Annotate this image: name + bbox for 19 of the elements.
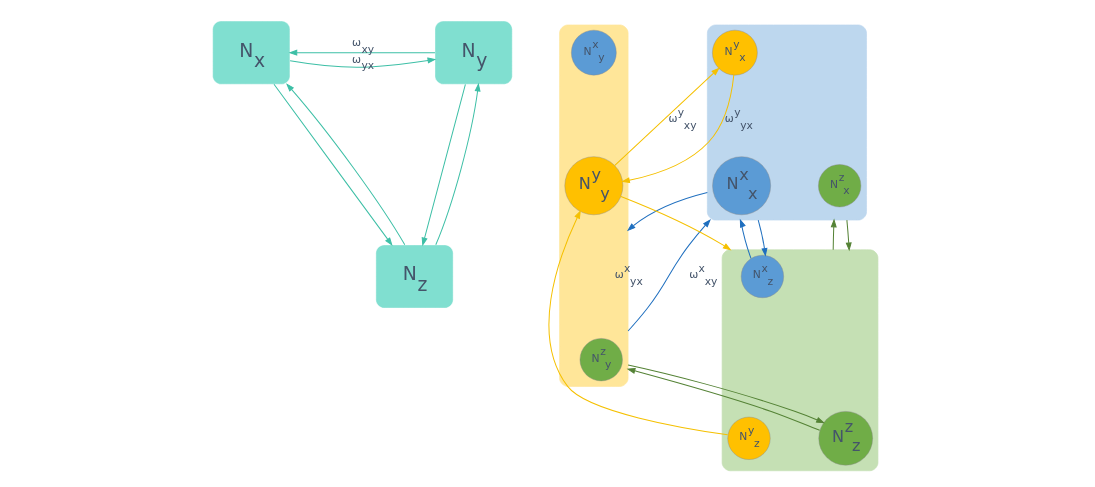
arrow bbox=[620, 74, 734, 184]
arrow bbox=[434, 82, 481, 246]
cluster bbox=[706, 24, 867, 221]
arrow bbox=[626, 368, 820, 431]
arrow bbox=[613, 67, 720, 166]
arrow bbox=[627, 218, 711, 332]
arrow bbox=[845, 219, 852, 252]
arrow bbox=[830, 218, 837, 251]
arrow bbox=[289, 57, 436, 68]
arrow bbox=[288, 49, 435, 56]
arrow bbox=[626, 192, 708, 232]
arrow bbox=[739, 218, 751, 259]
arrow bbox=[757, 219, 767, 257]
arrow bbox=[619, 196, 731, 251]
arrow bbox=[627, 364, 825, 424]
arrow bbox=[421, 83, 466, 247]
arrow bbox=[273, 83, 393, 247]
arrow bbox=[285, 83, 405, 246]
arrow bbox=[548, 210, 728, 436]
